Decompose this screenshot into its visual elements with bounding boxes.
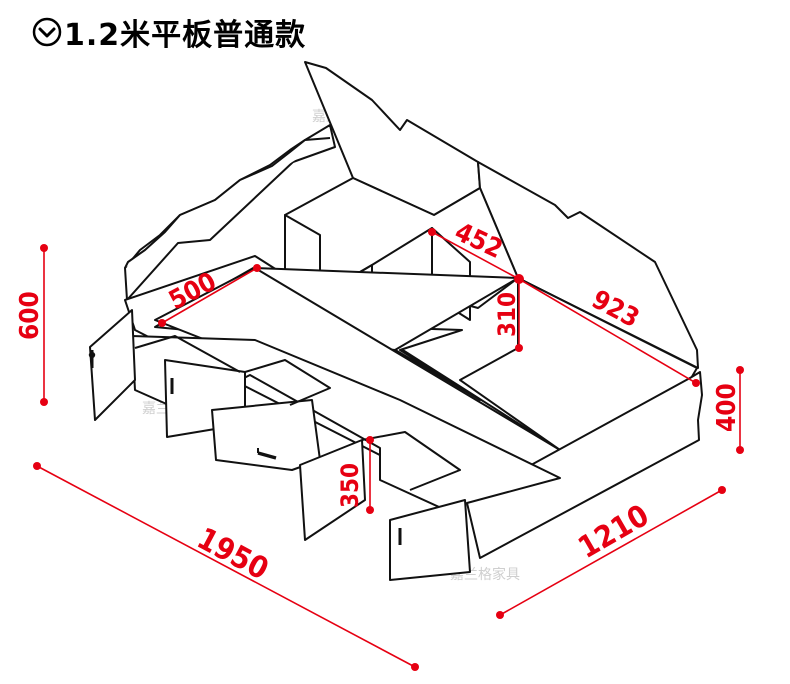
dim-line-width <box>499 489 723 616</box>
page-title: 1.2米平板普通款 <box>64 18 307 53</box>
headboard-top <box>124 137 331 269</box>
front-panel <box>466 371 703 559</box>
dim-line-500 <box>161 267 258 324</box>
dimension-endpoints <box>33 228 744 671</box>
dim-label-length: 1950 <box>191 521 274 587</box>
dim-label-310: 310 <box>493 292 521 337</box>
drawer-front <box>211 399 321 471</box>
title-row: 1.2米平板普通款 <box>30 10 306 54</box>
dim-line-length <box>36 465 416 668</box>
chevron-down-circle-icon <box>32 17 62 47</box>
door-left <box>89 309 136 421</box>
dim-label-350: 350 <box>336 463 364 508</box>
door-third <box>299 439 366 541</box>
dim-label-width: 1210 <box>573 498 656 566</box>
dim-line-452 <box>431 231 520 280</box>
dim-line-923 <box>518 278 697 384</box>
bed-drawing <box>88 61 703 581</box>
door-right <box>389 499 471 581</box>
dim-label-600: 600 <box>15 291 45 340</box>
dimension-lines <box>36 231 741 668</box>
dim-label-400: 400 <box>712 383 742 432</box>
